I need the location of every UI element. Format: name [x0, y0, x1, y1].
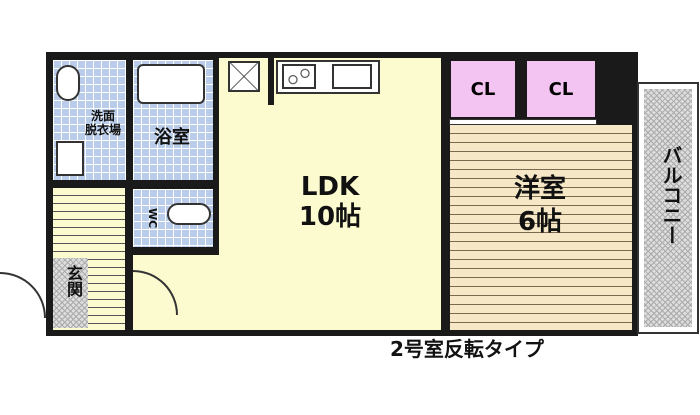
western-label: 洋室 — [513, 174, 566, 204]
ldk-room — [219, 58, 441, 330]
balcony-label: バルコニー — [659, 145, 683, 245]
western-room — [450, 125, 632, 330]
entrance — [53, 258, 88, 328]
toilet-icon — [167, 203, 211, 225]
washing-machine-icon — [56, 141, 84, 176]
washroom-label: 洗面 脱衣場 — [84, 109, 121, 137]
kitchen-partition — [268, 58, 274, 105]
bathtub-icon — [137, 64, 205, 104]
wc-label: WC — [146, 208, 159, 229]
closet-1: CL — [449, 59, 517, 119]
closet-doors[interactable] — [449, 119, 597, 125]
closet-2: CL — [525, 59, 597, 119]
caption: 2号室反転タイプ — [390, 337, 544, 361]
closet-2-label: CL — [548, 78, 574, 100]
entrance-door[interactable] — [0, 272, 46, 318]
ldk-label: LDK — [300, 172, 360, 202]
entrance-label: 玄関 — [64, 265, 83, 297]
kitchen-sink-icon — [332, 64, 372, 89]
western-size: 6帖 — [517, 207, 563, 237]
sink-icon — [56, 65, 80, 101]
stove-icon — [282, 64, 316, 89]
closet-1-label: CL — [470, 78, 496, 100]
ldk-size: 10帖 — [298, 202, 362, 232]
balcony — [637, 82, 699, 334]
bath-label: 浴室 — [154, 127, 190, 148]
fridge-space-icon — [228, 61, 260, 92]
